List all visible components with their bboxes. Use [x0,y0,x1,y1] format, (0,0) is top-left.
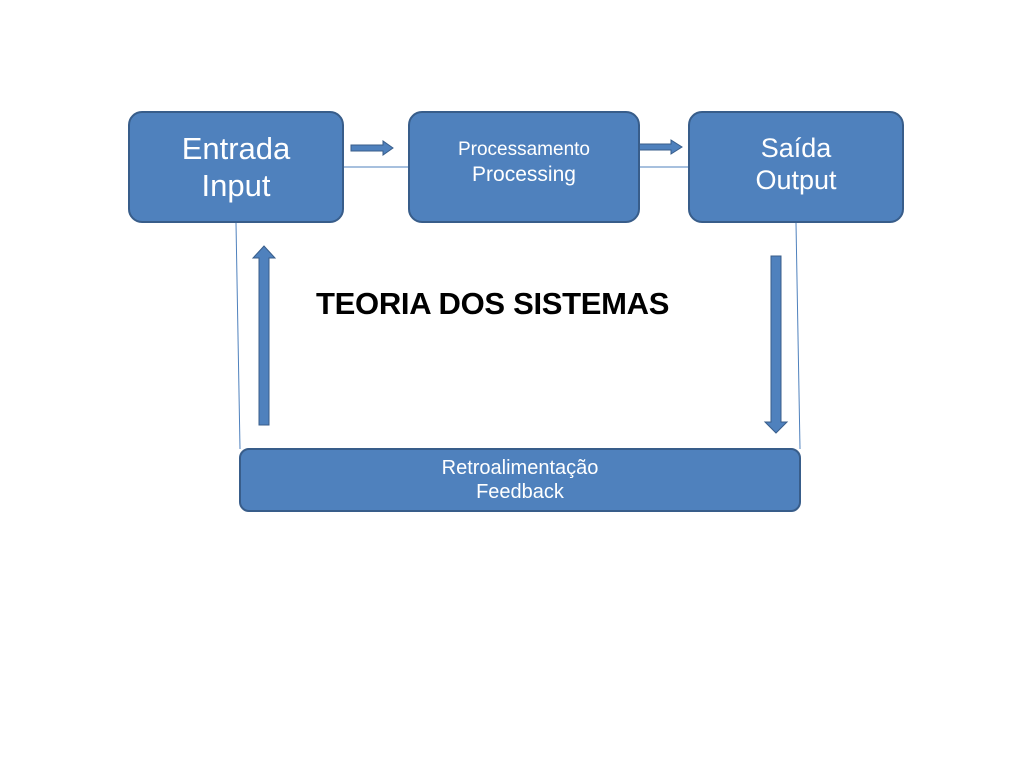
node-saida-sublabel: Output [755,165,837,196]
node-processamento-sublabel: Processing [472,162,576,186]
arrow-feedback-to-entrada [251,245,277,426]
node-processamento: Processamento Processing [408,111,640,223]
node-saida-label: Saída [760,133,832,163]
node-processamento-label: Processamento [457,139,590,160]
node-feedback: Retroalimentação Feedback [239,448,801,512]
diagram-title: TEORIA DOS SISTEMAS [316,286,670,321]
node-entrada: Entrada Input [128,111,344,223]
connector-line-entrada-feedback [235,222,241,450]
node-feedback-sublabel: Feedback [476,481,564,503]
arrow-entrada-to-processamento [350,140,394,156]
connector-line-saida-feedback [795,222,801,450]
arrow-saida-to-feedback [763,255,789,434]
node-entrada-sublabel: Input [201,168,271,203]
node-entrada-label: Entrada [181,130,291,166]
node-feedback-label: Retroalimentação [441,457,599,479]
node-saida: Saída Output [688,111,904,223]
